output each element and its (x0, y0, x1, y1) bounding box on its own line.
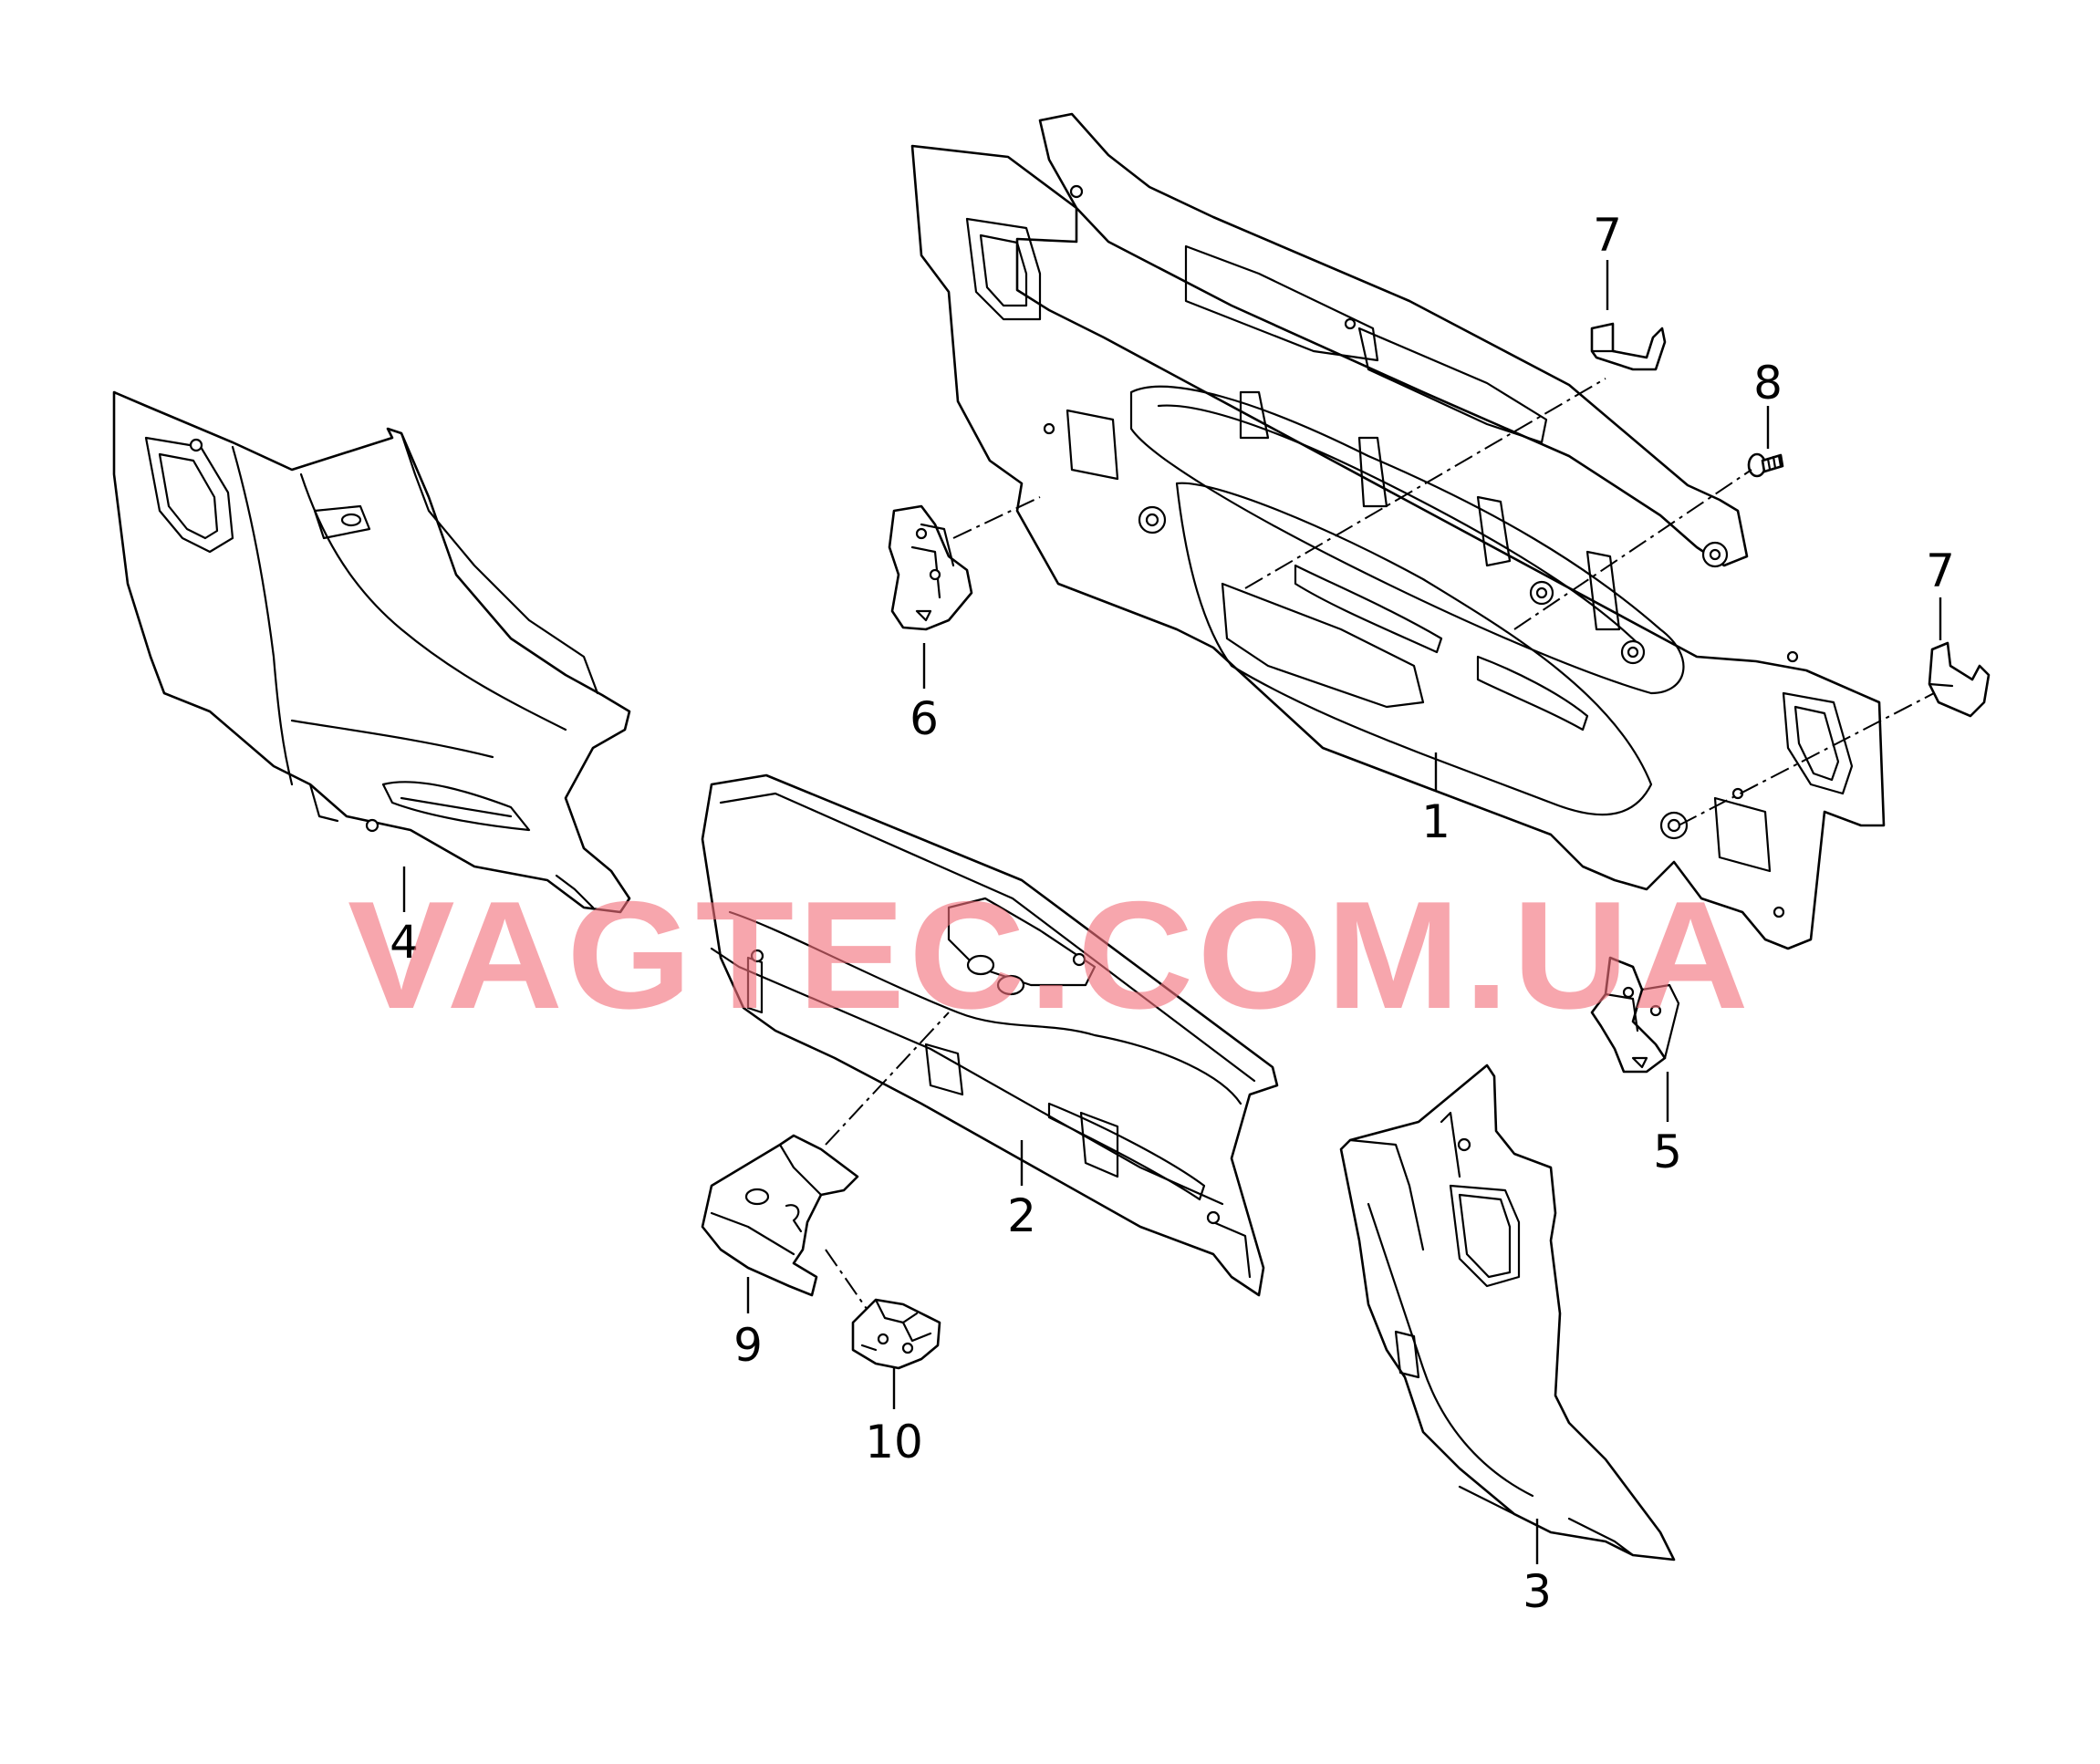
callout-2: 2 (1007, 1189, 1036, 1242)
part-6-bracket[interactable] (888, 504, 973, 631)
part-8-bolt[interactable] (1747, 452, 1784, 478)
watermark-text: VAGTEC.COM.UA (348, 869, 1752, 1041)
callout-10: 10 (865, 1416, 923, 1468)
part-4-side-panel-left[interactable] (112, 390, 631, 914)
callout-4: 4 (390, 916, 419, 969)
part-9-bracket-plate[interactable] (701, 1134, 859, 1297)
part-3-side-panel-right[interactable] (1339, 1064, 1676, 1562)
callout-5: 5 (1653, 1126, 1682, 1178)
callout-6: 6 (910, 692, 939, 745)
part-2-crossmember[interactable] (701, 773, 1279, 1297)
part-1-rear-panel[interactable] (910, 112, 1886, 950)
part-7-clip-right[interactable] (1928, 641, 1991, 718)
leader-lines (402, 260, 1942, 1564)
part-7-clip-upper[interactable] (1590, 322, 1667, 371)
callout-labels: 1 2 3 4 5 6 7 7 8 9 10 (390, 209, 1955, 1618)
callout-8: 8 (1753, 357, 1783, 410)
callout-7-upper: 7 (1593, 209, 1622, 262)
callout-1: 1 (1421, 795, 1450, 848)
callout-7-right: 7 (1926, 545, 1955, 597)
assembly-lines (825, 378, 1935, 1310)
part-5-bracket[interactable] (1590, 956, 1680, 1074)
part-10-clip-plate[interactable] (851, 1298, 941, 1370)
callout-3: 3 (1523, 1565, 1552, 1618)
callout-9: 9 (733, 1319, 763, 1372)
